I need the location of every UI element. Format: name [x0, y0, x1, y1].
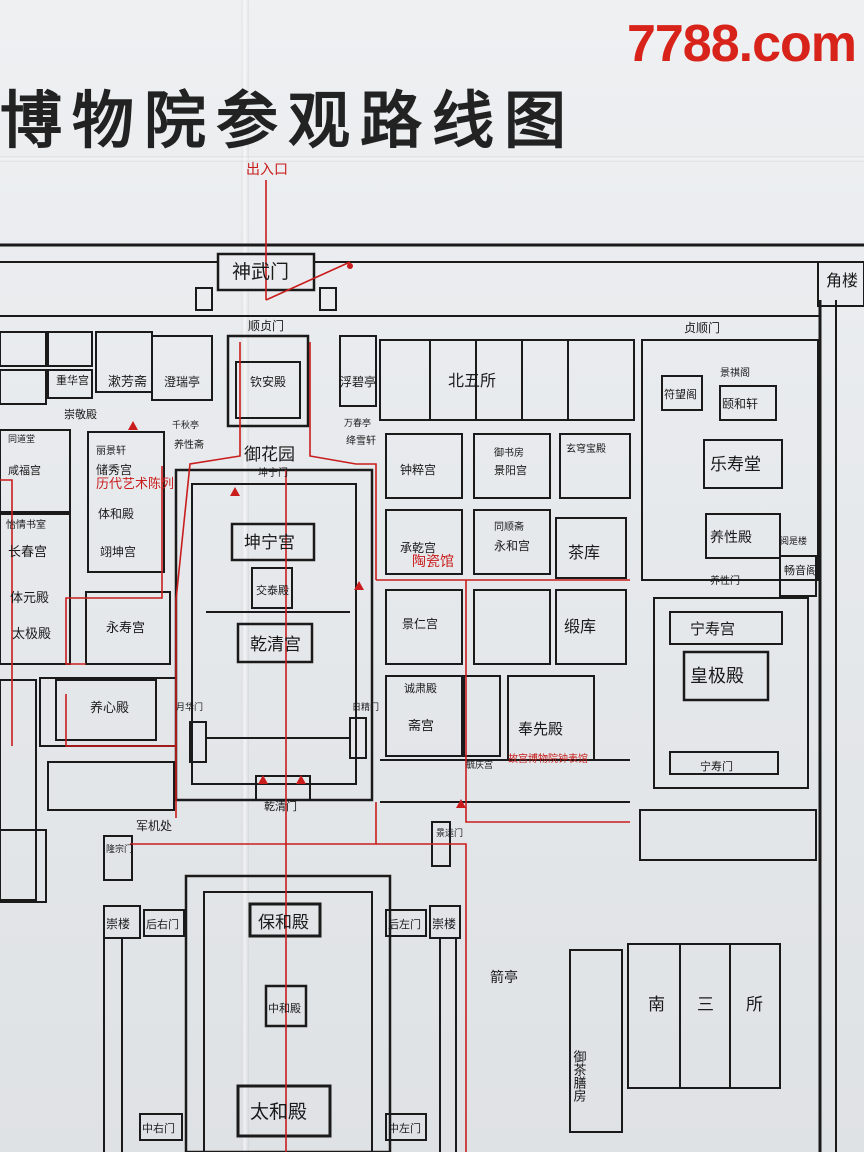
zhongcuigong-label: 钟粹宫: [400, 462, 436, 477]
fubiting-label: 浮碧亭: [340, 374, 376, 389]
chengqiangong-label: 承乾宫: [400, 540, 436, 555]
yangxindian-label: 养心殿: [90, 700, 129, 716]
yangxingdian-label: 养性殿: [710, 530, 752, 546]
jiaolou-label: 角楼: [826, 271, 858, 290]
yangxingzhai-label: 养性斋: [174, 438, 204, 451]
jianting-label: 箭亭: [490, 969, 518, 986]
yongshougong-label: 永寿宫: [106, 621, 145, 636]
ningshoumen-label: 宁寿门: [700, 759, 733, 773]
wanchunting-label: 万春亭: [344, 417, 371, 429]
jingrengong-label: 景仁宫: [402, 616, 438, 631]
yushufang-label: 御书房: [494, 446, 524, 459]
yuchashanfang-label: 御茶膳房: [571, 1050, 587, 1102]
jingqige-label: 景祺阁: [720, 366, 750, 379]
paper-fold-horizontal: [0, 156, 864, 162]
qianqingmen-label: 乾清门: [264, 799, 297, 813]
entrance-label: 出入口: [246, 162, 288, 178]
zhenshunmen-label: 贞顺门: [684, 320, 720, 335]
junjichu-label: 军机处: [136, 819, 172, 833]
yuqinggong-label: 毓庆宫: [466, 759, 493, 771]
changyinge-label: 畅音阁: [784, 563, 817, 577]
xuanqiongbaodian-label: 玄穹宝殿: [566, 442, 606, 455]
shenwumen-label: 神武门: [232, 261, 289, 283]
tour-route: [0, 180, 630, 1152]
map-title: 博物院参观路线图: [0, 84, 577, 150]
chaku-label: 茶库: [568, 543, 600, 562]
chongjingdian-label: 崇敬殿: [64, 408, 97, 421]
watermark-logo: 7788.com: [626, 15, 857, 73]
kunningmen-label: 坤宁门: [258, 466, 288, 479]
tongdaotang-label: 同道堂: [8, 433, 35, 445]
nansansuo-label: 南三所: [648, 995, 795, 1015]
zhongyoumen-label: 中右门: [142, 1121, 175, 1135]
jiangxuexuan-label: 绛雪轩: [346, 434, 376, 447]
duanku-label: 缎库: [564, 617, 596, 636]
zhaigong-label: 斋宫: [408, 718, 434, 734]
yangxingmen-label: 养性门: [710, 574, 740, 587]
houzuomen-label: 后左门: [388, 917, 421, 931]
zhonghedian-label: 中和殿: [268, 1002, 301, 1015]
zhongzuomen-label: 中左门: [388, 1121, 421, 1135]
kunninggong-label: 坤宁宫: [244, 533, 295, 553]
yikungong-label: 翊坤宫: [100, 544, 136, 559]
paper-fold-vertical: [241, 0, 249, 1152]
changchungong-label: 长春宫: [8, 545, 47, 560]
beiwusuo-label: 北五所: [448, 371, 496, 390]
art-exhibit-label: 历代艺术陈列: [96, 476, 174, 492]
jingyanggong-label: 景阳宫: [494, 463, 527, 477]
yueshilou-label: 阅是楼: [780, 535, 807, 547]
qinandian-label: 钦安殿: [250, 374, 286, 389]
houyoumen-label: 后右门: [146, 917, 179, 931]
chuxiugong-label: 储秀宫: [96, 462, 132, 477]
huangjidian-label: 皇极殿: [690, 666, 744, 687]
jiaotaidian-label: 交泰殿: [256, 583, 289, 597]
yuehuamen-label: 月华门: [176, 701, 203, 713]
chonghuagong-label: 重华宫: [56, 373, 89, 387]
exhibit-note-label: 故宫博物院钟表馆: [508, 752, 588, 765]
tongshunzhai-label: 同顺斋: [494, 520, 524, 533]
yiqingshushi-label: 怡情书室: [6, 518, 46, 531]
yihexuan-label: 颐和轩: [722, 397, 758, 411]
chonglou-west-label: 崇楼: [106, 916, 130, 931]
shufangzhai-label: 漱芳斋: [108, 374, 147, 390]
yonghegong-label: 永和宫: [494, 538, 530, 553]
xianfugong-label: 咸福宫: [8, 463, 41, 477]
jingyunmen-label: 景运门: [436, 827, 463, 839]
yuhuayuan-label: 御花园: [244, 445, 295, 465]
taijidian-label: 太极殿: [12, 627, 51, 642]
longzongmen-label: 隆宗门: [106, 843, 133, 855]
ningshougong-label: 宁寿宫: [690, 620, 735, 638]
chonglou-east-label: 崇楼: [432, 916, 456, 931]
qianqinggong-label: 乾清宫: [250, 635, 301, 655]
fujingge-label: 符望阁: [664, 387, 697, 401]
chengsudian-label: 诚肃殿: [404, 682, 437, 695]
tihedian-label: 体和殿: [98, 507, 134, 521]
chengruiting-label: 澄瑞亭: [164, 374, 200, 389]
taihedian-label: 太和殿: [250, 1101, 307, 1123]
fengxiandian-label: 奉先殿: [518, 720, 563, 738]
rijingmen-label: 日精门: [352, 701, 379, 713]
shunzhenmen-label: 顺贞门: [248, 318, 284, 333]
ceramic-hall-label: 陶瓷馆: [412, 554, 454, 570]
leshoutang-label: 乐寿堂: [710, 455, 761, 475]
tiyuandian-label: 体元殿: [10, 591, 49, 606]
qianqiuting-label: 千秋亭: [172, 419, 199, 431]
baohedian-label: 保和殿: [258, 913, 309, 933]
lijingxuan-label: 丽景轩: [96, 444, 126, 457]
